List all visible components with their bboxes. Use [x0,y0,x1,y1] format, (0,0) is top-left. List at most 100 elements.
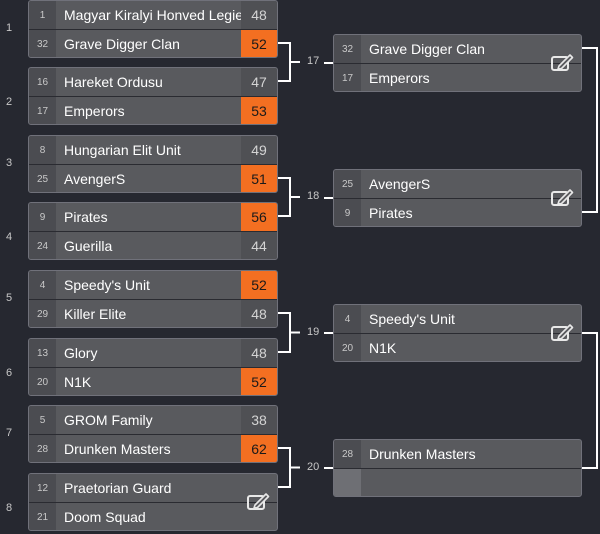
match-number: 19 [307,325,320,338]
team-score: 56 [241,203,277,231]
team-seed [334,469,361,496]
team-row[interactable] [334,468,581,496]
team-seed: 4 [334,305,361,333]
match-number: 18 [307,190,320,202]
match-card[interactable]: 32 Grave Digger Clan 17 Emperors [333,34,582,92]
match-card[interactable]: 28 Drunken Masters [333,439,582,497]
team-seed: 13 [29,339,56,367]
team-name: Doom Squad [64,509,146,525]
team-seed: 12 [29,474,56,502]
match-card[interactable]: 5 GROM Family 38 28 Drunken Masters 62 [28,405,278,463]
team-name: Killer Elite [64,306,127,322]
team-row[interactable]: 5 GROM Family 38 [29,406,277,434]
team-seed: 5 [29,406,56,434]
team-name: Glory [64,345,98,361]
team-score: 52 [241,30,277,57]
team-seed: 17 [334,64,361,91]
edit-report-icon[interactable] [245,491,271,513]
team-seed: 32 [29,30,56,57]
team-score: 49 [241,136,277,164]
match-number: 8 [6,502,13,514]
team-row[interactable]: 32 Grave Digger Clan [334,35,581,63]
team-score: 48 [241,300,277,327]
team-name: GROM Family [64,412,153,428]
team-name: AvengerS [64,171,126,187]
team-name: Hareket Ordusu [64,74,163,90]
match-number: 1 [6,22,13,34]
team-name: Emperors [369,70,430,86]
edit-report-icon[interactable] [549,52,575,74]
team-seed: 1 [29,1,56,29]
team-score: 52 [241,271,277,299]
team-row[interactable]: 24 Guerilla 44 [29,231,277,259]
team-name: Guerilla [64,238,113,254]
team-seed: 9 [334,199,361,226]
team-seed: 32 [334,35,361,63]
match-number: 2 [6,96,13,108]
match-number: 6 [6,367,13,379]
match-number: 5 [6,292,13,304]
match-number: 3 [6,157,13,169]
team-seed: 28 [29,435,56,462]
team-name: Emperors [64,103,125,119]
team-score: 51 [241,165,277,192]
team-score: 62 [241,435,277,462]
team-row[interactable]: 25 AvengerS 51 [29,164,277,192]
team-score: 44 [241,232,277,259]
match-number: 20 [307,460,320,473]
team-score: 48 [241,1,277,29]
team-seed: 25 [334,170,361,198]
team-score: 53 [241,97,277,124]
edit-report-icon[interactable] [549,187,575,209]
team-name: Drunken Masters [64,441,171,457]
team-row[interactable]: 25 AvengerS [334,170,581,198]
team-row[interactable]: 28 Drunken Masters [334,440,581,468]
team-row[interactable]: 4 Speedy's Unit 52 [29,271,277,299]
team-seed: 25 [29,165,56,192]
team-row[interactable]: 20 N1K [334,333,581,361]
edit-report-icon[interactable] [549,322,575,344]
team-score: 38 [241,406,277,434]
team-seed: 28 [334,440,361,468]
team-name: AvengerS [369,176,431,192]
team-seed: 4 [29,271,56,299]
team-row[interactable]: 17 Emperors [334,63,581,91]
team-name: Drunken Masters [369,446,476,462]
team-name: Speedy's Unit [64,277,150,293]
team-row[interactable]: 13 Glory 48 [29,339,277,367]
match-number: 4 [6,231,13,243]
team-row[interactable]: 21 Doom Squad [29,502,277,530]
team-name: Pirates [64,209,108,225]
team-seed: 24 [29,232,56,259]
team-seed: 20 [334,334,361,361]
match-number: 7 [6,427,13,439]
team-seed: 8 [29,136,56,164]
team-seed: 21 [29,503,56,530]
team-score: 48 [241,339,277,367]
team-name: N1K [369,340,397,356]
team-row[interactable]: 28 Drunken Masters 62 [29,434,277,462]
match-number: 17 [307,55,320,67]
team-score: 52 [241,368,277,395]
team-name: Grave Digger Clan [369,41,485,57]
